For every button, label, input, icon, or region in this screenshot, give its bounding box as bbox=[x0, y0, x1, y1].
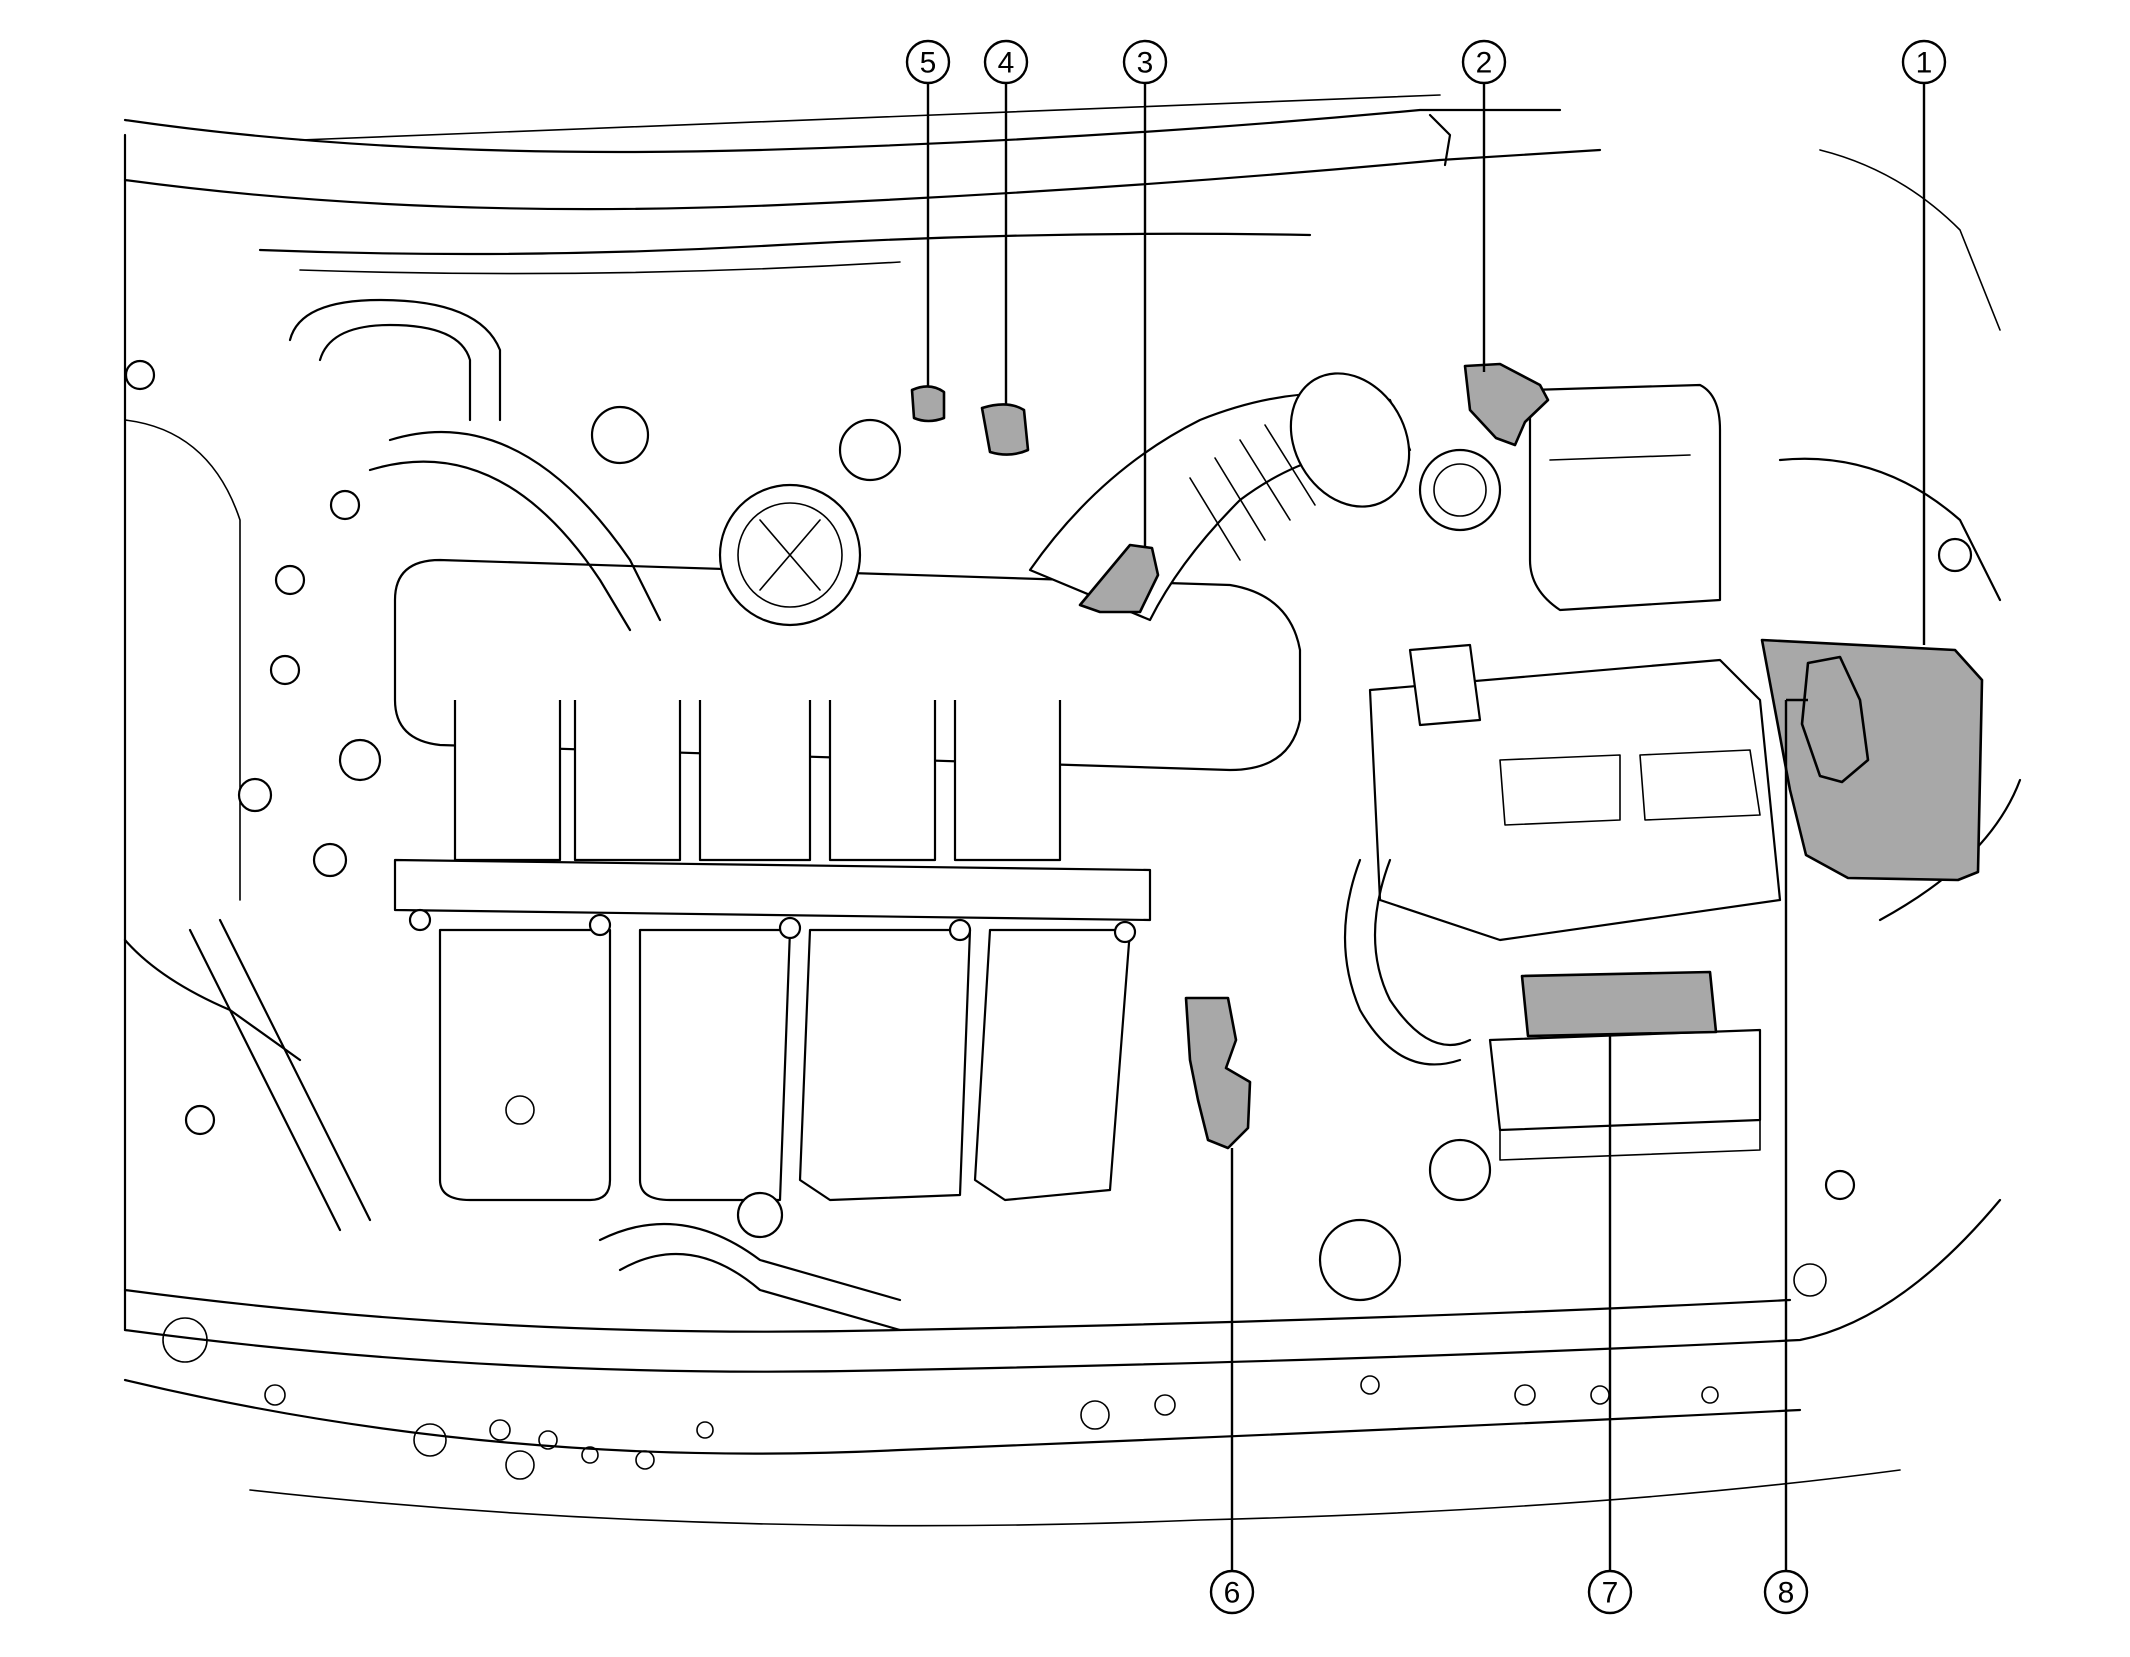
callout-7-label: 7 bbox=[1602, 1577, 1619, 1610]
callout-8: 8 bbox=[1763, 698, 1809, 1615]
part-5-highlight bbox=[910, 385, 946, 423]
part-4-highlight bbox=[980, 403, 1030, 456]
callout-1-label: 1 bbox=[1916, 47, 1933, 80]
part-3-highlight bbox=[1078, 543, 1160, 614]
part-2-highlight bbox=[1463, 362, 1550, 447]
callouts: 1 2 3 4 5 6 bbox=[905, 39, 1947, 1615]
callout-7: 7 bbox=[1587, 1034, 1633, 1615]
part-8-highlight bbox=[1800, 655, 1870, 784]
callout-8-label: 8 bbox=[1778, 1577, 1795, 1610]
highlighted-parts bbox=[910, 362, 1984, 1150]
callout-4-label: 4 bbox=[998, 47, 1015, 80]
part-7-highlight bbox=[1520, 970, 1718, 1038]
part-6-highlight bbox=[1184, 996, 1252, 1150]
callout-3: 3 bbox=[1122, 39, 1168, 548]
callout-2: 2 bbox=[1461, 39, 1507, 372]
part-1-highlight bbox=[1760, 638, 1984, 882]
callout-3-label: 3 bbox=[1137, 47, 1154, 80]
callout-1: 1 bbox=[1901, 39, 1947, 645]
callout-5: 5 bbox=[905, 39, 951, 386]
callout-6-label: 6 bbox=[1224, 1577, 1241, 1610]
callout-2-label: 2 bbox=[1476, 47, 1493, 80]
engine-linework bbox=[123, 94, 2022, 1527]
callout-4: 4 bbox=[983, 39, 1029, 405]
callout-5-label: 5 bbox=[920, 47, 937, 80]
callout-6: 6 bbox=[1209, 1148, 1255, 1615]
